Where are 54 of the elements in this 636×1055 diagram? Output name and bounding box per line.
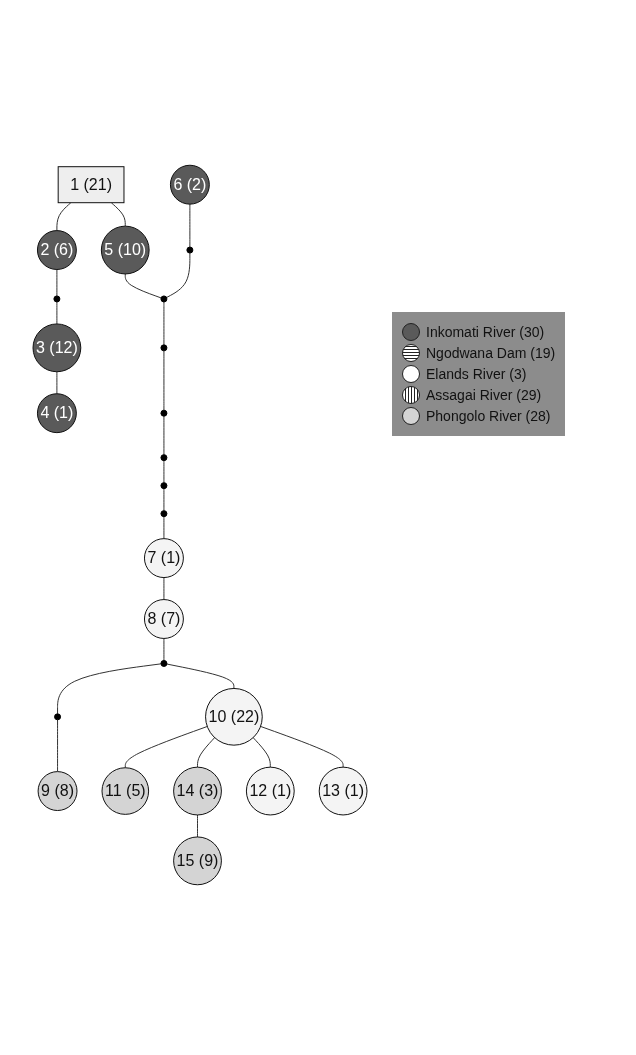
node-circle: 13 (1): [318, 766, 368, 816]
node-circle: 7 (1): [143, 538, 184, 579]
connector: [163, 460, 165, 484]
node-circle: 8 (7): [143, 599, 184, 639]
connector: [57, 663, 162, 715]
node-circle: [186, 246, 194, 254]
node-circle: 14 (3): [173, 766, 222, 816]
connector: [56, 371, 58, 395]
node-circle: [160, 295, 168, 303]
connector: [189, 203, 191, 248]
node-circle: 10 (22): [205, 687, 263, 746]
connector: [197, 814, 198, 838]
node-circle: [160, 482, 168, 490]
node-circle: [160, 344, 168, 352]
connector: [166, 252, 191, 298]
legend-label: Elands River (3): [426, 366, 527, 382]
connector: [163, 415, 165, 456]
connector: [56, 301, 58, 325]
connector: [163, 577, 165, 601]
connector: [124, 273, 162, 299]
connector: [163, 301, 165, 346]
connector: [124, 725, 208, 769]
node-box: 1 (21): [57, 166, 125, 204]
legend-label: Assagai River (29): [426, 387, 542, 403]
node-circle: [54, 713, 62, 721]
node-circle: [160, 510, 168, 518]
connector: [110, 202, 126, 227]
node-circle: 2 (6): [36, 230, 77, 270]
connector: [163, 350, 165, 411]
connector: [260, 725, 344, 768]
legend-label: Ngodwana Dam (19): [426, 345, 556, 361]
connector: [56, 202, 72, 232]
legend-label: Inkomati River (30): [426, 324, 545, 340]
legend-label: Phongolo River (28): [426, 408, 551, 424]
connector: [197, 737, 216, 768]
node-circle: 12 (1): [245, 766, 295, 816]
connector: [163, 637, 165, 661]
node-circle: 6 (2): [169, 164, 210, 205]
connector: [163, 488, 165, 512]
node-circle: [160, 659, 168, 667]
connector: [56, 269, 58, 297]
node-circle: 3 (12): [32, 323, 82, 373]
connector: [163, 516, 165, 540]
connector: [57, 719, 59, 773]
connector: [166, 663, 235, 689]
node-circle: [160, 454, 168, 462]
connector: [252, 737, 271, 768]
node-circle: 11 (5): [101, 767, 150, 815]
node-circle: [160, 409, 168, 417]
node-circle: 4 (1): [36, 393, 77, 434]
node-circle: 15 (9): [173, 836, 222, 886]
node-circle: [53, 295, 61, 303]
node-circle: 5 (10): [100, 225, 150, 275]
node-circle: 9 (8): [37, 771, 78, 811]
